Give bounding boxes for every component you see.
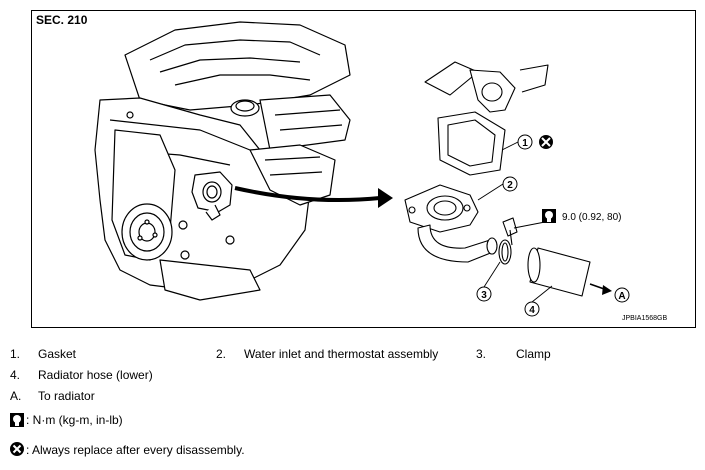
legend-clamp: Clamp	[516, 347, 551, 361]
legend-num-2: 2.	[216, 347, 227, 361]
legend-thermostat: Water inlet and thermostat assembly	[244, 347, 439, 361]
callout-4: 4	[529, 305, 535, 316]
do-not-reuse-icon	[10, 442, 24, 456]
figure-code: JPBIA1568GB	[622, 315, 668, 322]
legend-num-1: 1.	[10, 347, 21, 361]
exploded-parts	[404, 61, 591, 297]
callout-1: 1	[522, 138, 528, 149]
torque-wrench-icon	[542, 209, 556, 223]
diagram-frame	[31, 10, 696, 328]
callout-2: 2	[507, 180, 513, 191]
legend-torque-unit: : N·m (kg-m, in-lb)	[26, 413, 123, 427]
legend-num-a: A.	[10, 389, 22, 403]
engine-illustration	[94, 21, 351, 301]
legend-gasket: Gasket	[38, 347, 77, 361]
torque-value: 9.0 (0.92, 80)	[562, 212, 621, 223]
section-label: SEC. 210	[36, 13, 88, 27]
legend-hose: Radiator hose (lower)	[38, 368, 153, 382]
callout-a: A	[618, 291, 625, 302]
do-not-reuse-icon	[539, 135, 553, 149]
torque-wrench-icon	[10, 413, 24, 427]
legend-to-radiator: To radiator	[38, 389, 95, 403]
legend-num-4: 4.	[10, 368, 21, 382]
legend-num-3: 3.	[476, 347, 487, 361]
legend-replace-note: : Always replace after every disassembly…	[26, 443, 245, 457]
callout-3: 3	[481, 290, 487, 301]
exploded-diagram: 1 2 3 4 A 9.0 (0.92, 80)	[94, 21, 630, 317]
